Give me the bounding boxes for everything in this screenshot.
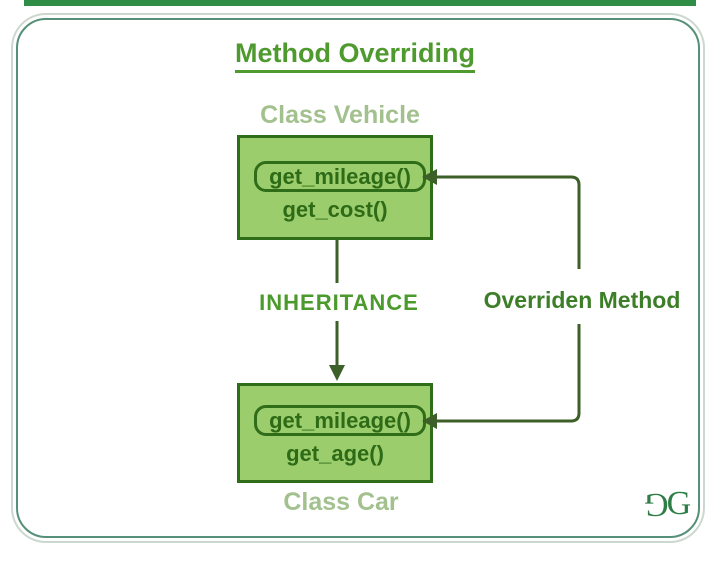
logo-g-right: G (666, 485, 692, 522)
class-vehicle-label: Class Vehicle (260, 101, 420, 129)
vehicle-other-method: get_cost() (282, 197, 388, 222)
car-overridden-method-pill: get_mileage() (254, 405, 426, 436)
logo-g-left: G (644, 486, 669, 523)
geeksforgeeks-logo: GG (644, 485, 692, 523)
car-other-method: get_age() (286, 441, 384, 466)
top-accent-bar (24, 0, 696, 6)
inheritance-label: INHERITANCE (259, 290, 419, 315)
vehicle-overridden-method-pill: get_mileage() (254, 161, 426, 192)
diagram-title: Method Overriding (234, 38, 476, 73)
overridden-method-label: Overriden Method (483, 287, 681, 313)
class-car-box: get_mileage() get_age() (237, 383, 433, 483)
class-car-label: Class Car (283, 488, 399, 516)
outer-frame (16, 18, 700, 538)
class-vehicle-box: get_mileage() get_cost() (237, 135, 433, 240)
